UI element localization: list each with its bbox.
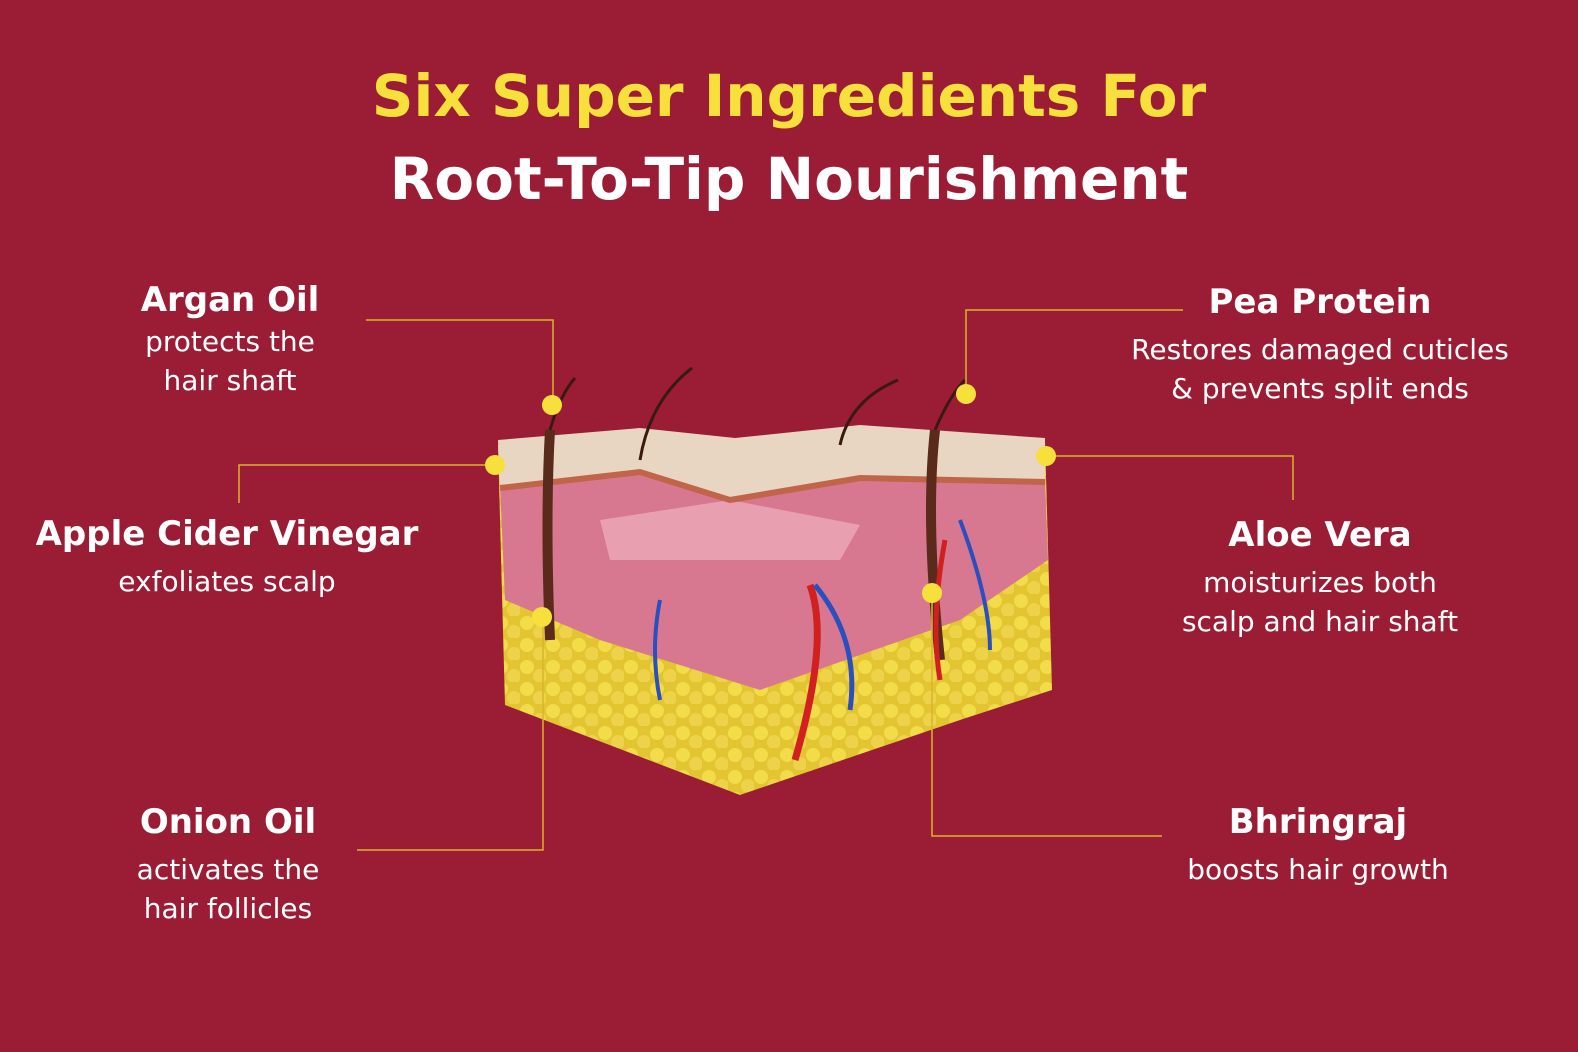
ingredient-name: Apple Cider Vinegar [35, 514, 419, 554]
ingredient-name: Aloe Vera [1228, 515, 1412, 555]
ingredient-desc: hair follicles [143, 892, 313, 925]
ingredient-argan-oil: Argan Oil protects the hair shaft [0, 278, 490, 400]
ingredient-pea-protein: Pea Protein Restores damaged cuticles & … [1060, 280, 1578, 408]
ingredient-desc: & prevents split ends [1171, 372, 1469, 405]
ingredient-bhringraj: Bhringraj boosts hair growth [1058, 800, 1578, 889]
ingredient-desc: moisturizes both [1203, 566, 1437, 599]
ingredient-desc: Restores damaged cuticles [1131, 333, 1509, 366]
ingredient-desc: boosts hair growth [1187, 853, 1449, 886]
title-line-1: Six Super Ingredients For [371, 62, 1207, 130]
title-line-2: Root-To-Tip Nourishment [389, 145, 1189, 213]
ingredient-name: Argan Oil [140, 280, 320, 320]
connector-lines [238, 309, 1294, 851]
ingredient-desc: activates the [136, 853, 320, 886]
skin-block [498, 366, 1052, 795]
marker-dots [485, 384, 1056, 627]
ingredient-name: Onion Oil [139, 802, 317, 842]
ingredient-desc: hair shaft [163, 364, 297, 397]
ingredient-desc: exfoliates scalp [118, 565, 336, 598]
ingredient-onion-oil: Onion Oil activates the hair follicles [0, 800, 488, 928]
ingredient-apple-cider-vinegar: Apple Cider Vinegar exfoliates scalp [0, 512, 487, 601]
ingredient-name: Bhringraj [1228, 802, 1408, 842]
ingredient-name: Pea Protein [1208, 282, 1432, 322]
ingredient-desc: scalp and hair shaft [1181, 605, 1459, 638]
ingredient-desc: protects the [145, 325, 315, 358]
ingredient-aloe-vera: Aloe Vera moisturizes both scalp and hai… [1060, 513, 1578, 641]
